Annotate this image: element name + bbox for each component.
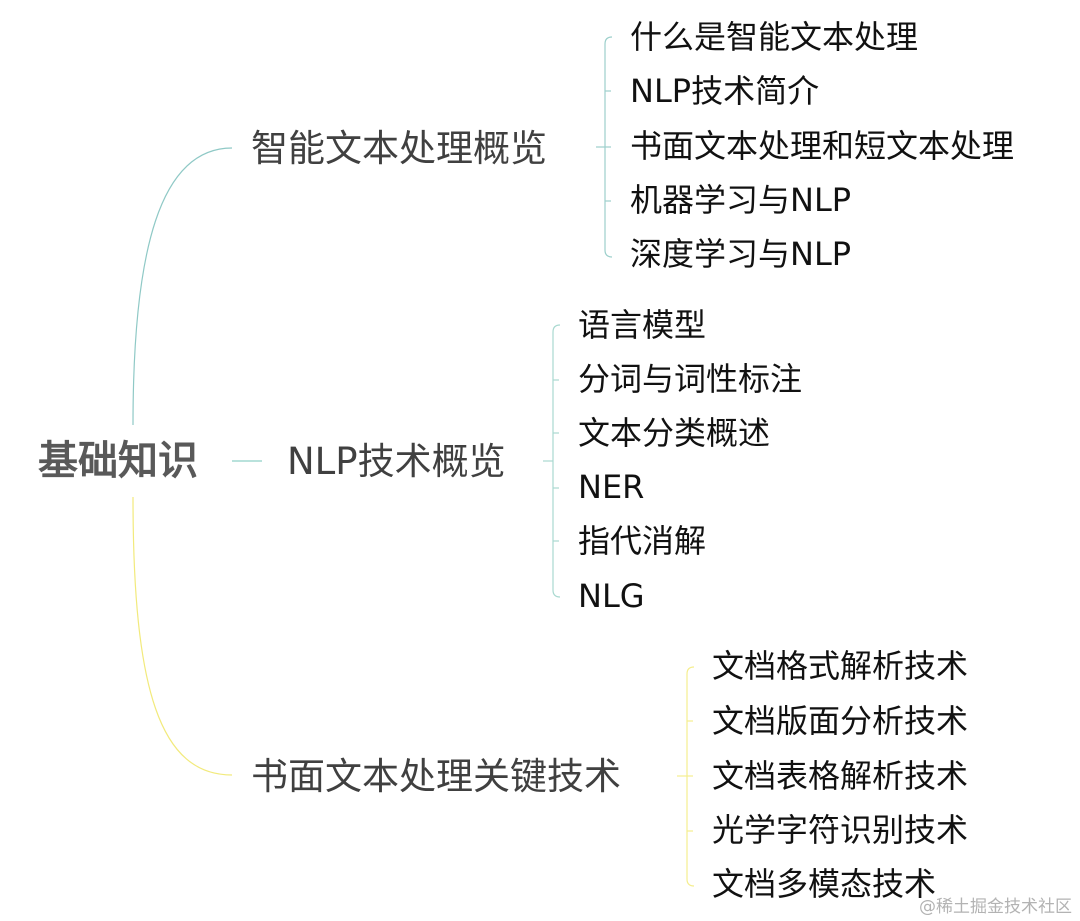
leaf-node: 语言模型 bbox=[578, 306, 707, 344]
leaf-node: 深度学习与NLP bbox=[630, 235, 852, 273]
root-node: 基础知识 bbox=[38, 438, 198, 484]
leaf-node: 文档格式解析技术 bbox=[712, 647, 969, 685]
leaf-node: 文档表格解析技术 bbox=[712, 757, 969, 795]
leaf-node: NER bbox=[578, 468, 645, 506]
leaf-node: 什么是智能文本处理 bbox=[630, 18, 919, 56]
leaf-node: NLG bbox=[578, 577, 645, 615]
bracket-branch-2 bbox=[677, 666, 695, 887]
watermark: @稀土掘金技术社区 bbox=[919, 897, 1072, 917]
leaf-node: 指代消解 bbox=[578, 522, 707, 560]
leaf-node: 书面文本处理和短文本处理 bbox=[630, 127, 1015, 165]
bracket-branch-0 bbox=[596, 36, 613, 258]
leaf-node: 分词与词性标注 bbox=[578, 360, 803, 398]
leaf-node: 文本分类概述 bbox=[578, 414, 771, 452]
connector-branch-0 bbox=[132, 147, 233, 426]
leaf-node: NLP技术简介 bbox=[630, 72, 820, 110]
branch-node-nlp: NLP技术概览 bbox=[287, 440, 506, 483]
branch-node-overview: 智能文本处理概览 bbox=[251, 127, 547, 170]
leaf-node: 文档多模态技术 bbox=[712, 865, 937, 903]
connector-branch-2 bbox=[132, 496, 233, 776]
leaf-node: 机器学习与NLP bbox=[630, 181, 852, 219]
leaf-node: 文档版面分析技术 bbox=[712, 702, 969, 740]
leaf-node: 光学字符识别技术 bbox=[712, 811, 969, 849]
bracket-branch-1 bbox=[543, 324, 561, 598]
branch-node-written-text: 书面文本处理关键技术 bbox=[251, 755, 621, 798]
